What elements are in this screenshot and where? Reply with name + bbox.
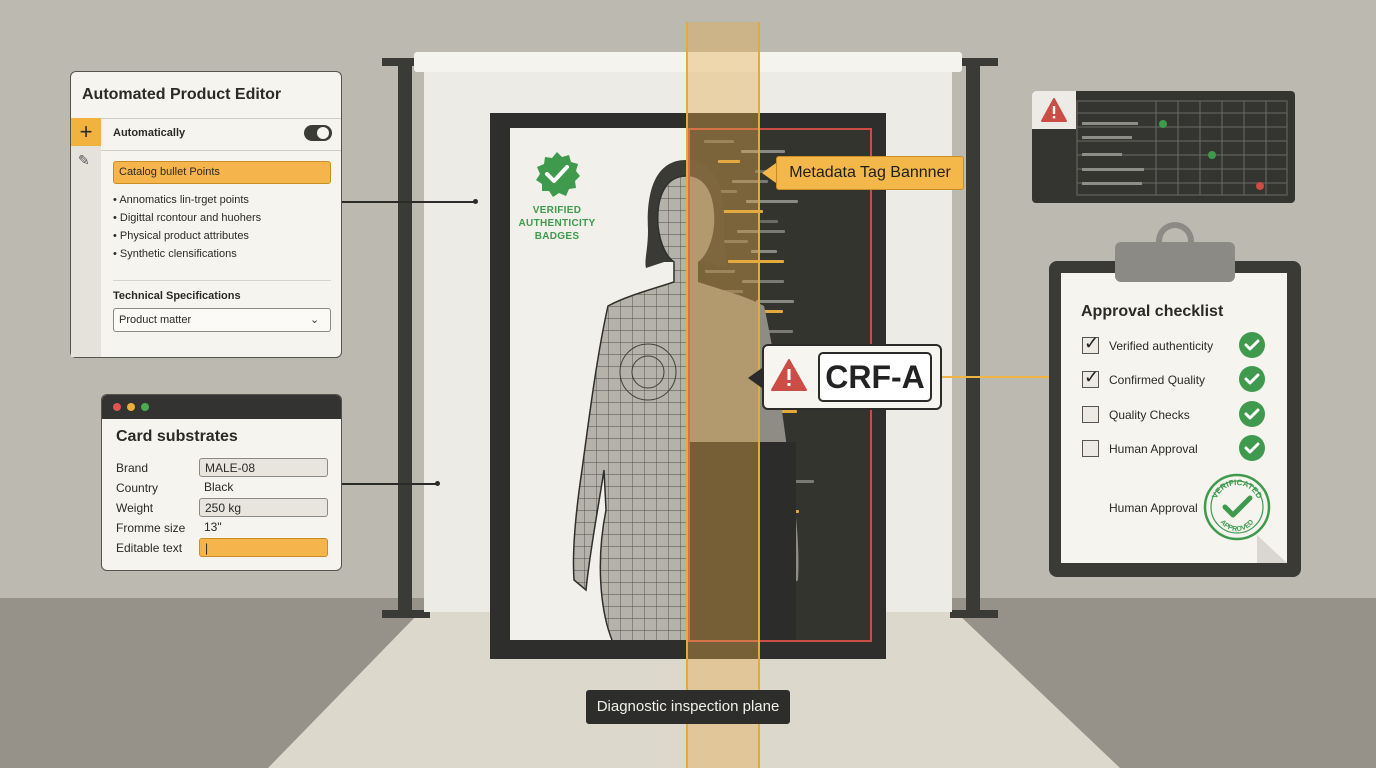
code-line: [747, 330, 793, 333]
card-label-frame-size: Fromme size: [116, 521, 186, 535]
grid-table-illustration: [1076, 100, 1288, 196]
bullet-item: • Physical product attributes: [113, 230, 249, 242]
left-stand-bar: [382, 58, 430, 66]
product-editor-title: Automated Product Editor: [82, 86, 282, 103]
diagnostic-plane-label: Diagnostic inspection plane: [586, 690, 790, 724]
plus-icon[interactable]: +: [71, 118, 101, 146]
crf-code-box: [818, 352, 932, 402]
window-titlebar: [102, 395, 341, 419]
check-circle-icon: [1239, 332, 1265, 358]
code-line: [741, 150, 785, 153]
code-line: [714, 240, 748, 243]
checklist-item-label: Human Approval: [1109, 442, 1198, 456]
check-icon: ✓: [1084, 367, 1100, 387]
card-label-weight: Weight: [116, 501, 154, 515]
editor-divider: [101, 118, 341, 119]
code-line: [732, 180, 768, 183]
human-approval-label: Human Approval: [1109, 501, 1198, 515]
editor-connector-dot: [473, 199, 478, 204]
code-line: [751, 250, 777, 253]
code-line: [723, 210, 763, 213]
clip-top: [1115, 242, 1235, 282]
card-label-brand: Brand: [116, 461, 149, 475]
checklist-connector: [942, 376, 1049, 378]
diagnostic-plane: [686, 22, 760, 768]
minimize-dot-icon[interactable]: [127, 403, 135, 411]
brand-field[interactable]: MALE-08: [199, 458, 328, 477]
card-title: Card substrates: [116, 428, 238, 445]
backdrop-roller: [414, 52, 962, 72]
catalog-bullet-field[interactable]: Catalog bullet Points: [113, 161, 331, 184]
approved-stamp-icon: VERIFICATED APPROVED: [1203, 473, 1271, 541]
wireframe-figure-illustration: [572, 160, 799, 642]
checkbox-quality-checks[interactable]: [1082, 406, 1099, 423]
metadata-tag-pointer: [762, 163, 776, 183]
code-line: [742, 280, 784, 283]
code-line: [756, 300, 794, 303]
left-stand-post: [398, 58, 412, 618]
code-line: [718, 160, 740, 163]
close-dot-icon[interactable]: [113, 403, 121, 411]
check-circle-icon: [1239, 435, 1265, 461]
code-line: [728, 260, 784, 263]
pencil-icon[interactable]: ✎: [78, 152, 90, 168]
metadata-tag-banner[interactable]: [776, 156, 964, 190]
code-line: [709, 190, 737, 193]
paper-fold: [1257, 535, 1287, 563]
left-stand-foot: [382, 610, 430, 618]
editable-text-field[interactable]: |: [199, 538, 328, 557]
chevron-down-icon[interactable]: ⌄: [310, 314, 320, 326]
toggle-knob: [317, 127, 329, 139]
metadata-tag-text: Metadata Tag Bannner: [789, 164, 951, 181]
code-line: [719, 290, 743, 293]
checkbox-human-approval[interactable]: [1082, 440, 1099, 457]
checklist-item-label: Verified authenticity: [1109, 339, 1214, 353]
bullet-item: • Annomatics lin-trget points: [113, 194, 249, 206]
code-line: [705, 270, 735, 273]
right-stand-foot: [950, 610, 998, 618]
card-connector: [342, 483, 438, 485]
right-stand-post: [966, 58, 980, 618]
spec-select[interactable]: Product matter: [113, 308, 331, 332]
card-connector-dot: [435, 481, 440, 486]
code-line: [760, 220, 778, 223]
checkmark-badge-icon: [536, 152, 580, 197]
checkbox-confirmed-quality[interactable]: ✓: [1082, 367, 1100, 388]
editor-divider: [113, 280, 331, 281]
code-line: [746, 200, 798, 203]
card-label-editable-text: Editable text: [116, 541, 183, 555]
crf-code: CRF-A: [825, 359, 925, 395]
svg-text:APPROVED: APPROVED: [1219, 519, 1256, 533]
card-label-country: Country: [116, 481, 159, 495]
checklist-item-label: Quality Checks: [1109, 408, 1190, 422]
editor-tool-rail: [71, 118, 101, 357]
check-icon: ✓: [1084, 333, 1100, 353]
warning-icon: [1041, 98, 1067, 122]
weight-field[interactable]: 250 kg: [199, 498, 328, 517]
automatic-label: Automatically: [113, 127, 186, 139]
country-value: Black: [204, 480, 234, 494]
crf-callout-pointer: [748, 368, 762, 388]
frame-size-value: 13": [204, 520, 222, 534]
code-line: [704, 140, 734, 143]
checklist-item-label: Confirmed Quality: [1109, 373, 1206, 387]
checkbox-verified-authenticity[interactable]: ✓: [1082, 333, 1100, 354]
editor-connector: [342, 201, 476, 203]
editor-divider: [101, 150, 341, 151]
bullet-item: • Synthetic clensifications: [113, 248, 237, 260]
clip-ring: [1156, 222, 1194, 252]
check-circle-icon: [1239, 366, 1265, 392]
right-stand-bar: [950, 58, 998, 66]
code-line: [737, 230, 785, 233]
check-circle-icon: [1239, 401, 1265, 427]
warning-icon: [771, 359, 807, 391]
verified-badge-label: VERIFIED AUTHENTICITY BADGES: [518, 205, 596, 242]
spec-title: Technical Specifications: [113, 290, 241, 302]
bullet-item: • Digittal rcontour and huohers: [113, 212, 262, 224]
maximize-dot-icon[interactable]: [141, 403, 149, 411]
checklist-title: Approval checklist: [1081, 303, 1224, 320]
